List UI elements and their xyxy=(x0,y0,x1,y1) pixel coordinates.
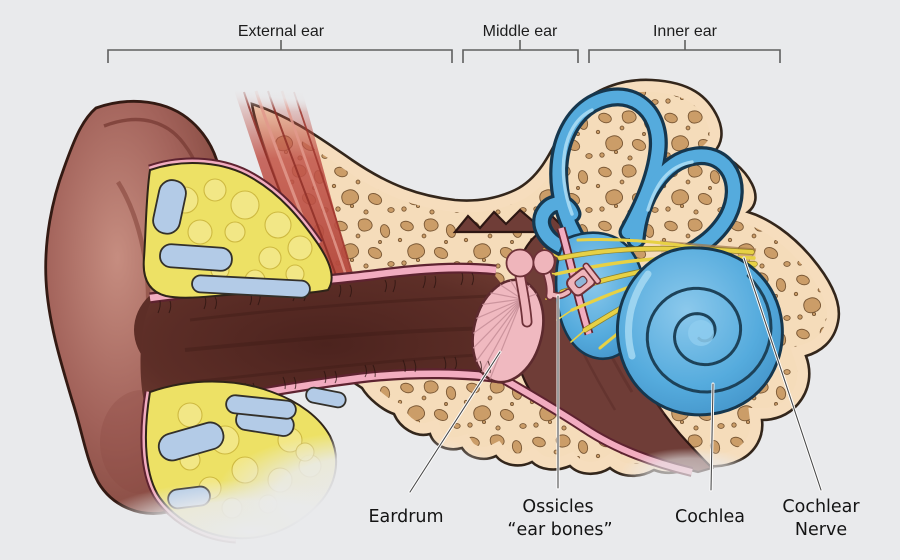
part-label-eardrum: Eardrum xyxy=(368,507,443,527)
leader-line-eardrum xyxy=(408,350,502,494)
stapes xyxy=(566,262,602,297)
incus-body xyxy=(532,249,556,275)
malleus-head xyxy=(505,248,535,278)
cochlea-highlight xyxy=(625,270,652,360)
canal-hairs xyxy=(157,272,491,409)
leader-lines xyxy=(408,256,823,494)
leader-line-cochlear-nerve xyxy=(742,256,823,492)
bracket-external-ear xyxy=(107,49,453,63)
malleus-handle xyxy=(516,271,531,326)
cochlea-core-highlight xyxy=(688,320,714,346)
region-brackets xyxy=(107,40,781,63)
part-label-cochlea: Cochlea xyxy=(675,507,745,527)
cochlea xyxy=(615,246,784,417)
fat-cartilage-top xyxy=(142,157,333,299)
cartilage-top xyxy=(152,179,311,299)
region-label-middle-ear: Middle ear xyxy=(483,23,558,40)
part-label-cochlear-nerve-2: Nerve xyxy=(795,520,847,540)
leader-line-cochlea xyxy=(709,382,715,492)
part-label-ossicles-sub: “ear bones” xyxy=(507,520,612,540)
antihelix-fold xyxy=(116,180,151,313)
part-label-cochlear-nerve-1: Cochlear xyxy=(782,497,860,517)
semicircular-canals xyxy=(532,87,744,268)
inner-ear xyxy=(532,87,744,361)
ossicles xyxy=(505,248,602,328)
region-label-external-ear: External ear xyxy=(238,23,325,40)
canal-streaks xyxy=(184,294,501,384)
part-label-ossicles: Ossicles xyxy=(522,497,593,517)
region-label-inner-ear: Inner ear xyxy=(653,23,718,40)
fade-areas xyxy=(85,52,760,560)
